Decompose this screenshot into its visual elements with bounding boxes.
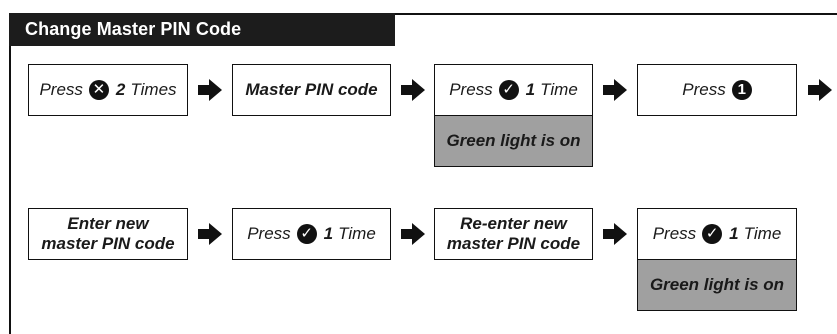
number-one-circle-icon: 1	[731, 80, 752, 100]
step-suffix: Time	[743, 224, 782, 243]
step-suffix: Times	[130, 80, 177, 99]
step-count: 2	[115, 80, 126, 99]
step-suffix: Time	[540, 80, 578, 99]
arrow-right-icon	[603, 223, 627, 245]
step-count: 1	[323, 224, 334, 243]
step-line2: master PIN code	[446, 234, 581, 253]
step-enter-new-pin: Enter new master PIN code	[28, 208, 188, 260]
diagram-frame	[9, 13, 837, 334]
step-line2: master PIN code	[41, 234, 175, 253]
step-line1: Re-enter new	[460, 214, 567, 233]
check-circle-icon: ✓	[498, 80, 519, 100]
arrow-right-icon	[808, 79, 832, 101]
step-label: Master PIN code	[245, 80, 378, 99]
arrow-right-icon	[401, 223, 425, 245]
step-prefix: Press	[39, 80, 83, 99]
check-circle-icon: ✓	[296, 224, 317, 244]
step-press-check-once: Press ✓ 1 Time	[637, 208, 797, 260]
step-press-check-once: Press ✓ 1 Time	[434, 64, 593, 116]
step-prefix: Press	[652, 224, 697, 243]
step-count: 1	[525, 80, 536, 99]
step-count: 1	[729, 224, 739, 243]
arrow-right-icon	[198, 223, 222, 245]
step-press-x-twice: Press ✕ 2 Times	[28, 64, 188, 116]
step-prefix: Press	[247, 224, 291, 243]
step-press-one: Press 1	[637, 64, 797, 116]
diagram-title: Change Master PIN Code	[9, 13, 395, 46]
status-note-green-light: Green light is on	[637, 259, 797, 311]
step-prefix: Press	[449, 80, 493, 99]
step-press-check-once: Press ✓ 1 Time	[232, 208, 391, 260]
arrow-right-icon	[198, 79, 222, 101]
status-note-text: Green light is on	[446, 131, 581, 150]
step-master-pin-code: Master PIN code	[232, 64, 391, 116]
status-note-green-light: Green light is on	[434, 115, 593, 167]
step-suffix: Time	[338, 224, 376, 243]
check-circle-icon: ✓	[702, 224, 723, 244]
arrow-right-icon	[401, 79, 425, 101]
step-prefix: Press	[682, 80, 726, 99]
x-circle-icon: ✕	[88, 80, 109, 100]
status-note-text: Green light is on	[649, 275, 785, 294]
step-reenter-new-pin: Re-enter new master PIN code	[434, 208, 593, 260]
arrow-right-icon	[603, 79, 627, 101]
step-line1: Enter new	[67, 214, 149, 233]
